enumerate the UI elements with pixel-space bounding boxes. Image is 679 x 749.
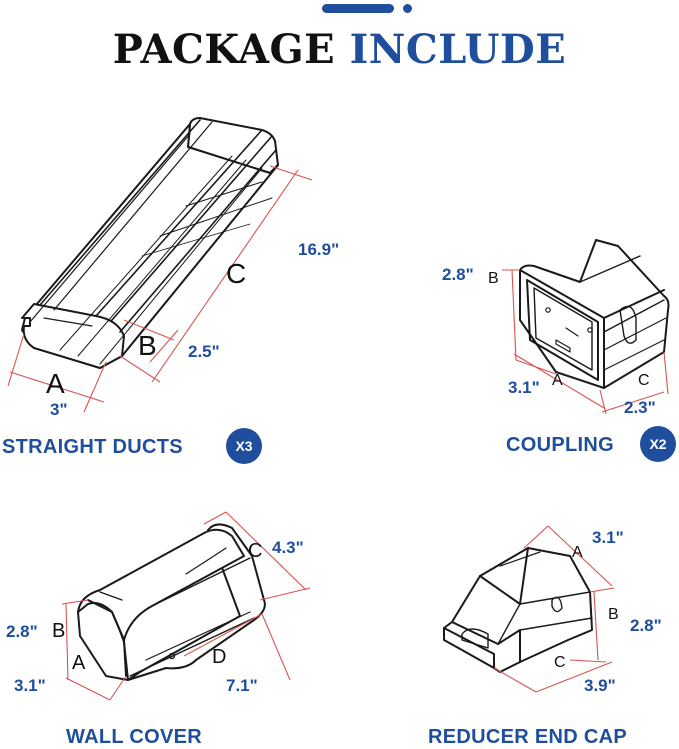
reducer-dim-b: 2.8" — [630, 616, 662, 635]
straight-duct-dim-c: 16.9" — [298, 240, 340, 259]
wall-cover-dim-a: 3.1" — [14, 676, 46, 695]
reducer-letter-c: C — [554, 654, 566, 671]
reducer-dim-c: 3.9" — [584, 676, 616, 695]
reducer-letter-b: B — [608, 606, 619, 623]
title-blue-part: INCLUDE — [349, 26, 567, 73]
straight-ducts-label: STRAIGHT DUCTS — [2, 436, 183, 458]
coupling-quantity-badge: X2 — [640, 426, 676, 462]
wall-cover-dim-d: 7.1" — [226, 676, 258, 695]
straight-duct-drawing — [21, 117, 279, 369]
decorative-bar — [322, 4, 394, 13]
wall-cover-drawing — [77, 523, 266, 681]
wall-cover-dim-b: 2.8" — [6, 622, 38, 641]
coupling-letter-a: A — [552, 372, 563, 389]
reducer-end-cap-label: REDUCER END CAP — [428, 726, 627, 748]
straight-duct-letter-b: B — [138, 330, 157, 361]
coupling-dim-a: 3.1" — [508, 378, 540, 397]
coupling-label: COUPLING — [506, 434, 614, 456]
coupling-dim-c: 2.3" — [624, 398, 656, 417]
straight-duct-dim-b: 2.5" — [188, 342, 220, 361]
wall-cover-dim-c: 4.3" — [272, 538, 304, 557]
straight-duct-letter-c: C — [226, 258, 247, 289]
straight-duct-letter-a: A — [46, 368, 65, 399]
straight-ducts-quantity-badge: X3 — [226, 428, 262, 464]
reducer-letter-a: A — [572, 544, 583, 561]
wall-cover-letter-d: D — [212, 646, 227, 668]
decorative-dot — [403, 4, 412, 13]
reducer-end-cap-drawing — [443, 547, 593, 673]
coupling-letter-b: B — [488, 270, 499, 287]
wall-cover-label: WALL COVER — [66, 726, 202, 748]
coupling-dim-b: 2.8" — [442, 265, 474, 284]
title-dark-part: PACKAGE — [112, 26, 336, 73]
straight-duct-dim-a: 3" — [50, 400, 68, 419]
wall-cover-letter-b: B — [52, 620, 66, 642]
wall-cover-letter-a: A — [72, 652, 86, 674]
page-title: PACKAGE INCLUDE — [0, 26, 679, 73]
wall-cover-letter-c: C — [248, 540, 263, 562]
coupling-letter-c: C — [638, 372, 650, 389]
reducer-dim-a: 3.1" — [592, 528, 624, 547]
coupling-drawing — [519, 239, 670, 389]
